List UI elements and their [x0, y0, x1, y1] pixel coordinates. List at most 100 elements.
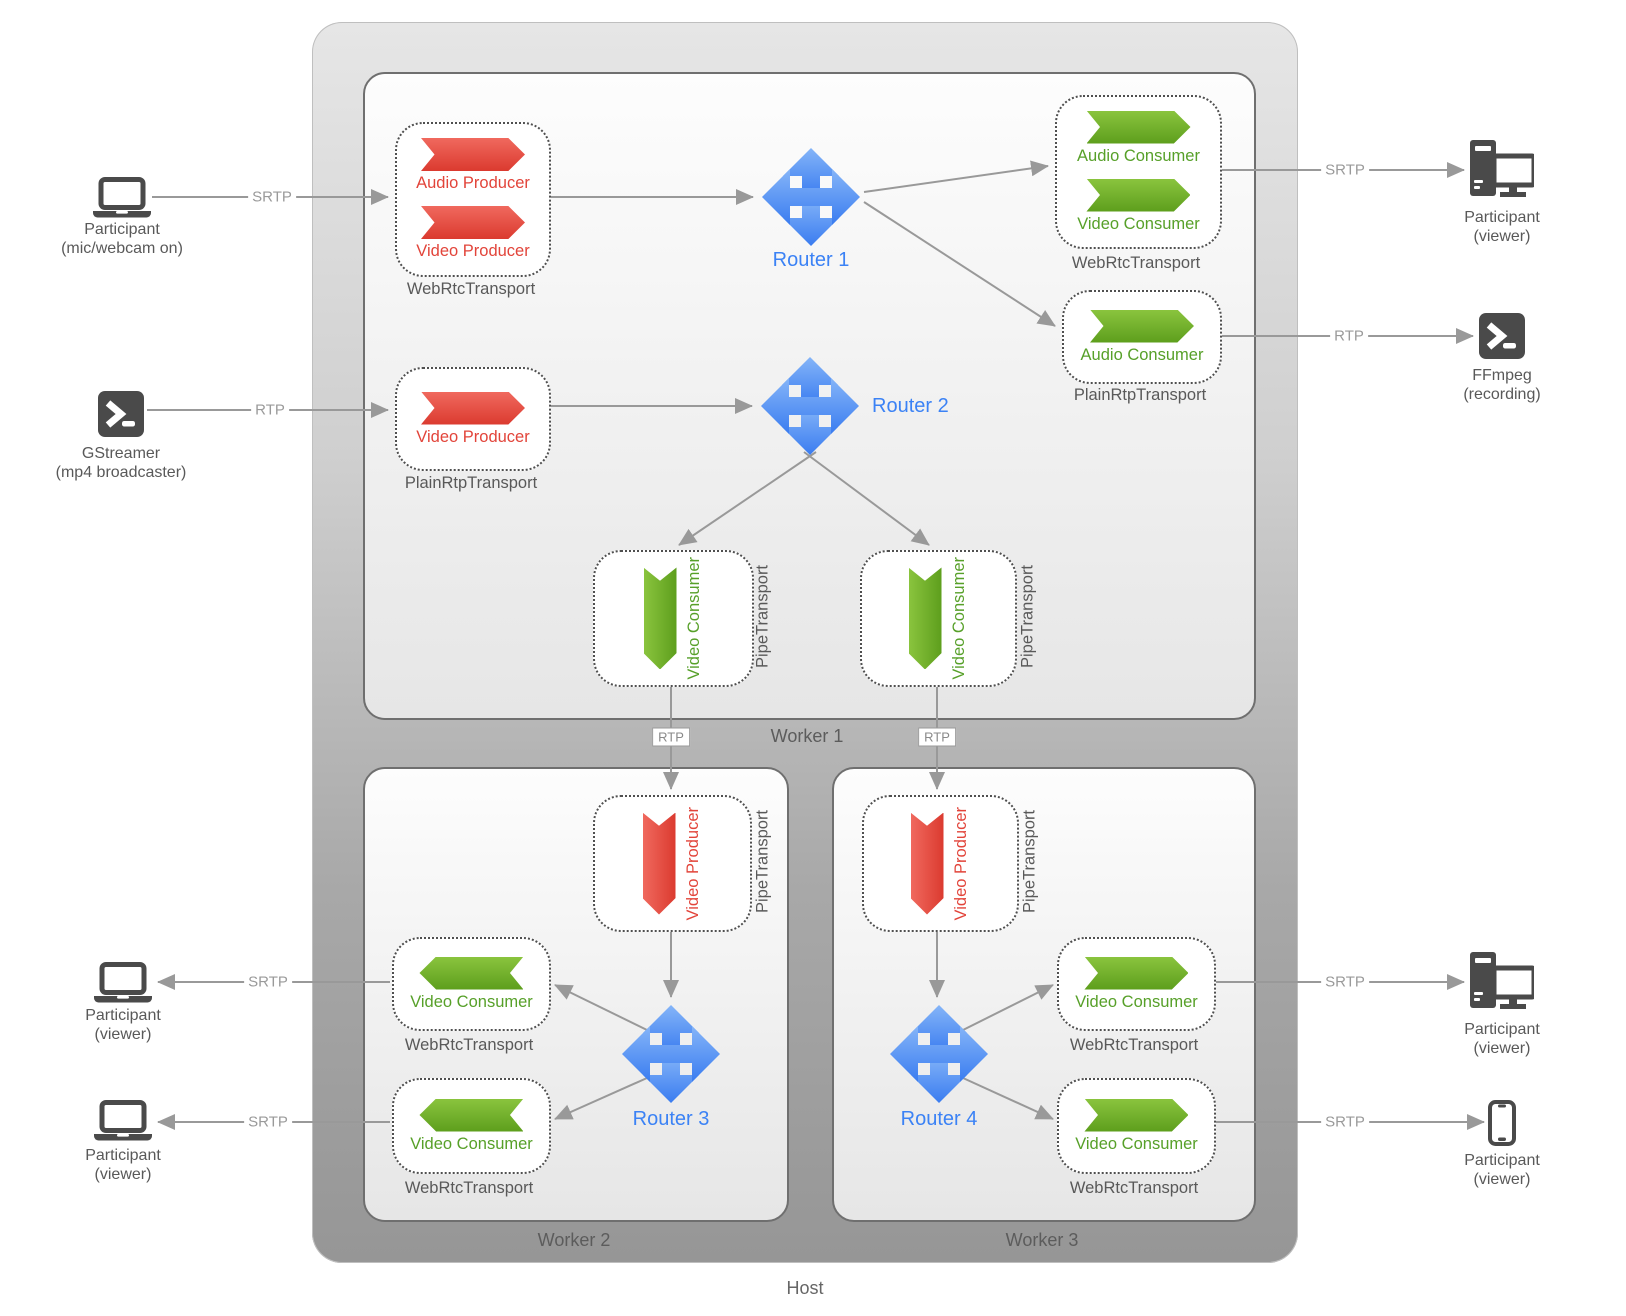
audio-producer-arrow-icon — [421, 138, 525, 171]
video-consumer-arrow-icon — [643, 567, 677, 670]
laptop-icon — [93, 177, 151, 218]
participant-viewer-line1: Participant — [85, 1147, 161, 1164]
webrtctransport-label: WebRtcTransport — [1071, 254, 1201, 272]
ffmpeg-line2: (recording) — [1463, 386, 1541, 403]
video-consumer-node: Video Consumer — [643, 557, 704, 680]
video-consumer-node: Video Consumer — [908, 557, 969, 680]
edge-label-srtp-in: SRTP — [248, 188, 296, 206]
video-consumer-arrow-icon — [419, 956, 524, 990]
pipetransport-consumer-box-left: Video Consumer — [593, 550, 754, 687]
desktop-computer-icon — [1470, 952, 1534, 1014]
participant-viewer-label: Participant (viewer) — [1382, 1020, 1622, 1058]
router3-label: Router 3 — [632, 1108, 710, 1130]
video-producer-node: Video Producer — [642, 807, 703, 920]
video-producer-node: Video Producer — [416, 391, 530, 447]
ffmpeg-line1: FFmpeg — [1472, 367, 1532, 384]
pipetransport-label: PipeTransport — [1018, 564, 1037, 669]
edge-label-srtp-w3-lower: SRTP — [1321, 1113, 1369, 1131]
webrtctransport-label: WebRtcTransport — [404, 1179, 534, 1197]
router4-icon — [890, 1005, 988, 1103]
ffmpeg-terminal-icon — [1479, 313, 1525, 359]
edge-label-rtp-in: RTP — [251, 401, 289, 419]
participant-viewer-label: Participant (viewer) — [1382, 1151, 1622, 1189]
gstreamer-line2: (mp4 broadcaster) — [55, 464, 187, 481]
router2-label: Router 2 — [872, 395, 949, 417]
webrtctransport-consumer-box-w2-lower: Video Consumer — [392, 1078, 551, 1174]
participant-viewer-line1: Participant — [1464, 1021, 1540, 1038]
participant-viewer-line2: (viewer) — [1473, 1171, 1531, 1188]
webrtctransport-label: WebRtcTransport — [1069, 1036, 1199, 1054]
participant-viewer-line1: Participant — [85, 1007, 161, 1024]
webrtctransport-consumer-box-w3-lower: Video Consumer — [1057, 1078, 1216, 1174]
video-producer-arrow-icon — [642, 812, 676, 915]
participant-viewer-line2: (viewer) — [1473, 1040, 1531, 1057]
pipetransport-label: PipeTransport — [753, 564, 772, 669]
video-producer-label: Video Producer — [951, 806, 970, 921]
participant-viewer-line2: (viewer) — [94, 1166, 152, 1183]
plainrtptransport-label: PlainRtpTransport — [404, 474, 538, 492]
video-consumer-node: Video Consumer — [410, 1098, 533, 1154]
webrtctransport-consumers-box: Audio Consumer Video Consumer — [1055, 95, 1222, 249]
webrtctransport-consumer-box-w2-upper: Video Consumer — [392, 937, 551, 1031]
plainrtptransport-label: PlainRtpTransport — [1073, 386, 1207, 404]
webrtctransport-label: WebRtcTransport — [404, 1036, 534, 1054]
video-producer-arrow-icon — [421, 391, 525, 425]
audio-producer-label: Audio Producer — [416, 174, 530, 192]
pipetransport-producer-box-w2: Video Producer — [593, 795, 752, 932]
worker2-label: Worker 2 — [537, 1230, 611, 1250]
video-producer-node: Video Producer — [416, 206, 530, 261]
webrtctransport-producers-box: Audio Producer Video Producer — [395, 122, 551, 277]
router1-icon — [762, 148, 860, 246]
router1-label: Router 1 — [772, 249, 850, 271]
webrtctransport-consumer-box-w3-upper: Video Consumer — [1057, 937, 1216, 1031]
participant-viewer-label: Participant (viewer) — [1382, 208, 1622, 246]
edge-label-rtp-pipe-right: RTP — [918, 727, 956, 747]
participant-sender-line1: Participant — [84, 221, 160, 238]
ffmpeg-label: FFmpeg (recording) — [1382, 366, 1622, 404]
audio-consumer-label: Audio Consumer — [1080, 345, 1204, 364]
router3-icon — [622, 1005, 720, 1103]
video-producer-arrow-icon — [421, 206, 525, 239]
mobile-phone-icon — [1488, 1100, 1516, 1146]
edge-label-srtp-out-top: SRTP — [1321, 161, 1369, 179]
video-consumer-arrow-icon — [419, 1098, 524, 1132]
edge-label-srtp-w3-upper: SRTP — [1321, 973, 1369, 991]
video-producer-node: Video Producer — [910, 806, 971, 921]
video-consumer-label: Video Consumer — [1075, 1134, 1198, 1153]
video-consumer-label: Video Consumer — [410, 1134, 533, 1153]
video-consumer-label: Video Consumer — [949, 557, 968, 680]
video-consumer-arrow-icon — [1084, 956, 1189, 990]
router2-icon — [761, 357, 859, 455]
video-consumer-node: Video Consumer — [1075, 956, 1198, 1012]
edge-label-srtp-w2-lower: SRTP — [244, 1113, 292, 1131]
participant-viewer-line1: Participant — [1464, 209, 1540, 226]
video-consumer-label: Video Consumer — [684, 557, 703, 680]
participant-sender-label: Participant (mic/webcam on) — [2, 220, 242, 258]
video-consumer-arrow-icon — [908, 567, 942, 670]
edge-label-srtp-w2-upper: SRTP — [244, 973, 292, 991]
participant-viewer-label: Participant (viewer) — [3, 1146, 243, 1184]
host-label: Host — [786, 1278, 824, 1298]
webrtctransport-label: WebRtcTransport — [406, 280, 536, 298]
audio-producer-node: Audio Producer — [416, 138, 530, 193]
video-consumer-label: Video Consumer — [410, 992, 533, 1011]
pipetransport-consumer-box-right: Video Consumer — [860, 550, 1017, 687]
edge-label-rtp-out-ffmpeg: RTP — [1330, 327, 1368, 345]
gstreamer-label: GStreamer (mp4 broadcaster) — [1, 444, 241, 482]
audio-consumer-arrow-icon — [1086, 110, 1191, 144]
pipetransport-producer-box-w3: Video Producer — [862, 795, 1019, 932]
pipetransport-label: PipeTransport — [753, 809, 772, 914]
video-consumer-node: Video Consumer — [410, 956, 533, 1012]
video-consumer-label: Video Consumer — [1077, 214, 1200, 233]
participant-viewer-line2: (viewer) — [1473, 228, 1531, 245]
participant-viewer-line2: (viewer) — [94, 1026, 152, 1043]
pipetransport-label: PipeTransport — [1020, 809, 1039, 914]
video-consumer-node: Video Consumer — [1077, 178, 1200, 234]
audio-consumer-arrow-icon — [1090, 309, 1194, 343]
video-producer-label: Video Producer — [416, 427, 530, 446]
video-producer-arrow-icon — [910, 812, 944, 915]
video-consumer-node: Video Consumer — [1075, 1098, 1198, 1154]
laptop-icon — [94, 1100, 152, 1141]
video-consumer-label: Video Consumer — [1075, 992, 1198, 1011]
